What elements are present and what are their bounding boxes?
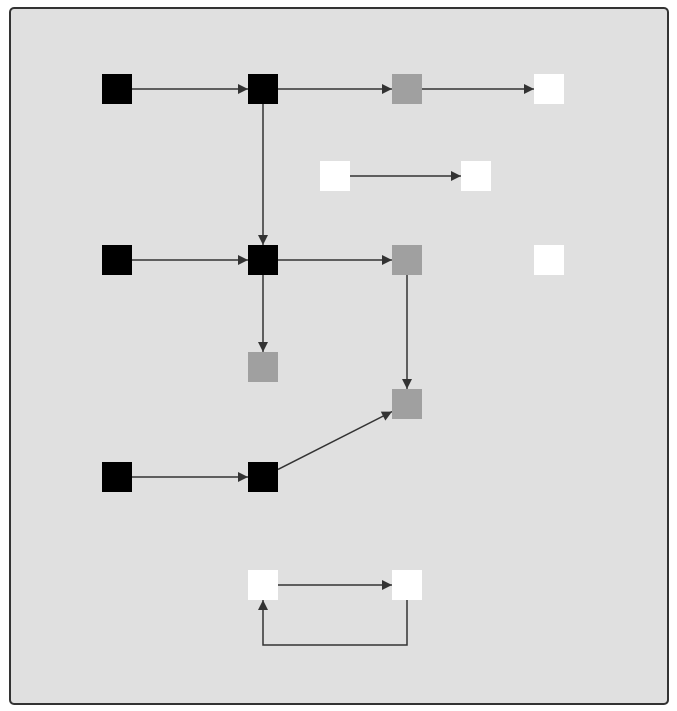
node-C bbox=[392, 74, 422, 104]
node-B bbox=[248, 74, 278, 104]
node-F bbox=[461, 161, 491, 191]
diagram-frame bbox=[9, 7, 669, 705]
edge-N-L bbox=[277, 410, 393, 471]
node-N bbox=[248, 462, 278, 492]
node-A bbox=[102, 74, 132, 104]
edge-P-O bbox=[258, 600, 408, 646]
node-H bbox=[248, 245, 278, 275]
node-O bbox=[248, 570, 278, 600]
node-L bbox=[392, 389, 422, 419]
node-G bbox=[102, 245, 132, 275]
node-M bbox=[102, 462, 132, 492]
node-I bbox=[392, 245, 422, 275]
node-K bbox=[248, 352, 278, 382]
node-D bbox=[534, 74, 564, 104]
node-E bbox=[320, 161, 350, 191]
node-P bbox=[392, 570, 422, 600]
node-J bbox=[534, 245, 564, 275]
